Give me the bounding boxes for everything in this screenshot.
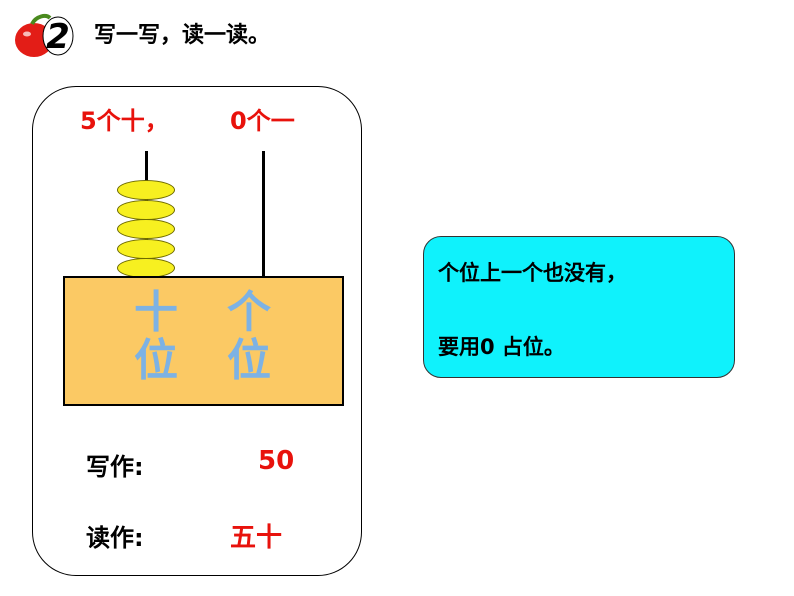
tens-count-label: 5个十， <box>80 107 169 135</box>
hint-line-1: 个位上一个也没有， <box>438 261 627 285</box>
apple-number-badge-icon: 2 <box>15 14 74 57</box>
read-label: 读作: <box>86 524 144 552</box>
hint-line-2: 要用0 占位。 <box>438 335 565 359</box>
tens-bead <box>117 238 175 259</box>
tens-bead <box>117 180 175 200</box>
ones-column-char-2: 位 <box>227 335 271 386</box>
write-label: 写作: <box>86 453 144 481</box>
tens-bead <box>117 219 175 239</box>
abacus-frame <box>32 86 362 576</box>
tens-bead <box>117 258 175 278</box>
tens-column-char-2: 位 <box>134 335 178 386</box>
write-value: 50 <box>258 446 295 476</box>
hint-callout <box>423 236 735 378</box>
badge-number: 2 <box>46 17 70 57</box>
ones-column-char-1: 个 <box>227 287 271 338</box>
page-title: 写一写，读一读。 <box>94 23 271 48</box>
tens-place-column: 十 位 <box>126 289 186 385</box>
read-value: 五十 <box>230 523 283 553</box>
place-value-base <box>63 276 344 406</box>
ones-rod <box>262 151 265 279</box>
tens-bead <box>117 199 175 220</box>
ones-place-column: 个 位 <box>219 289 279 385</box>
ones-count-label: 0个一 <box>230 107 295 135</box>
tens-column-char-1: 十 <box>134 287 178 338</box>
